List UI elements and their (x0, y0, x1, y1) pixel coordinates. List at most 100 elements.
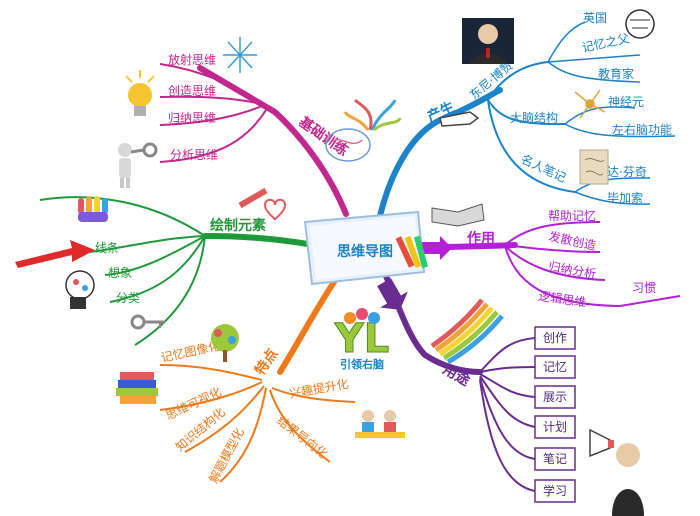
branch-chansheng-sub-4 (564, 106, 636, 125)
branch-tedian-child-5 (271, 387, 356, 403)
center-node: 思维导图 (303, 210, 429, 286)
branch-chansheng-child-3 (487, 99, 576, 193)
yongtu-box-1: 创作 (534, 326, 576, 350)
branch-jichu-trunk (197, 65, 349, 217)
branch-huizhi-child-2 (89, 235, 206, 253)
chansheng-sub-2: 记忆之父 (581, 31, 631, 55)
branch-label-zuoyong: 作用 (467, 230, 495, 247)
pointing-hand-icon (439, 111, 480, 127)
huizhi-item-2: 想象 (108, 265, 132, 280)
yongtu-box-4: 计划 (534, 415, 576, 439)
branch-tedian-child-3 (184, 385, 265, 453)
branch-label-yongtu: 用途 (440, 361, 474, 390)
branch-label-jichu: 基础训练 (296, 113, 352, 159)
sunburst-icon (223, 37, 257, 73)
branch-yongtu-child-1 (479, 337, 536, 373)
branch-zuoyong-child-2 (504, 244, 601, 253)
branch-yongtu-child-5 (479, 377, 536, 460)
branch-label-huizhi: 绘制元素 (210, 217, 266, 234)
branch-yongtu-child-6 (479, 379, 536, 492)
branch-zuoyong-child-1 (504, 221, 601, 246)
branch-jichu-child-4 (159, 109, 267, 163)
svg-text:学习: 学习 (543, 483, 567, 498)
red-arrow-icon (15, 240, 95, 268)
branch-huizhi-child-4 (109, 235, 206, 303)
logo-mark: YL (334, 316, 389, 362)
tedian-item-6: 结果导向化 (274, 413, 331, 462)
key-icon (130, 314, 165, 330)
pencils-icon (395, 235, 429, 269)
arrow-right-icon (420, 236, 452, 260)
yongtu-box-6: 学习 (534, 479, 576, 503)
pencil-icon (238, 187, 268, 209)
jichu-item-3: 归纳思维 (168, 111, 216, 125)
zuoyong-item-1: 帮助记忆 (548, 209, 596, 223)
arrow-down-icon (377, 278, 408, 310)
chansheng-item-3: 名人笔记 (519, 151, 569, 185)
logo-text: 引领右脑 (340, 357, 384, 371)
chansheng-sub-5: 左右脑功能 (612, 122, 672, 137)
branch-chansheng-sub-2 (547, 54, 641, 63)
jichu-item-4: 分析思维 (170, 148, 218, 162)
kids-icon (355, 410, 405, 438)
branch-tedian-child-1 (159, 364, 263, 381)
chansheng-sub-7: 毕加索 (607, 191, 643, 205)
branch-zuoyong-child-3 (504, 245, 606, 281)
person-key-icon (118, 142, 158, 188)
branch-yongtu-child-2 (479, 366, 536, 373)
jichu-item-1: 放射思维 (168, 52, 216, 67)
zuoyong-item-3: 归纳分析 (547, 259, 597, 281)
branch-chansheng-sub-3 (547, 61, 641, 83)
branch-chansheng-sub-7 (574, 191, 651, 205)
branch-huizhi-child-5 (134, 235, 206, 346)
branch-yongtu-child-3 (479, 373, 536, 398)
center-title: 思维导图 (337, 243, 393, 260)
chansheng-sub-6: 达·芬奇 (607, 165, 647, 179)
branch-chansheng-child-1 (487, 61, 549, 101)
branch-chansheng-child-2 (487, 99, 566, 126)
svg-text:计划: 计划 (543, 420, 567, 434)
zuoyong-item-4: 逻辑思维 (538, 289, 587, 310)
colorful-tree-icon (343, 98, 402, 132)
neuron-icon (574, 89, 606, 119)
branch-jichu-child-3 (159, 105, 263, 126)
zuoyong-extra: 习惯 (632, 280, 656, 295)
branch-label-tedian: 特点 (251, 346, 281, 379)
svg-text:笔记: 笔记 (543, 451, 567, 466)
painted-hand-icon (78, 196, 108, 222)
branch-tedian-child-2 (159, 381, 263, 411)
tedian-item-5: 兴趣提升化 (288, 376, 350, 401)
megaphone-person-icon (589, 428, 644, 516)
lightbulb-icon (125, 70, 155, 116)
huizhi-item-3: 分类 (116, 291, 140, 305)
chansheng-sub-4: 神经元 (608, 95, 644, 109)
portrait-photo (462, 18, 514, 64)
branch-jichu-child-2 (159, 95, 263, 105)
branch-huizhi-child-3 (104, 235, 206, 276)
sketch-paper-icon (579, 149, 609, 185)
huizhi-item-1: 线条 (95, 241, 119, 255)
branch-tedian-child-4 (219, 387, 267, 483)
branch-tedian-trunk (277, 273, 341, 375)
jichu-item-2: 创造思维 (168, 84, 216, 98)
handshake-icon (431, 203, 485, 227)
brain-icon (325, 128, 371, 162)
rainbow-stairs-icon (430, 298, 504, 365)
branch-zuoyong-child-4 (504, 245, 681, 308)
branch-chansheng-sub-5 (564, 123, 676, 138)
heart-icon (263, 198, 287, 221)
yongtu-box-3: 展示 (534, 385, 576, 409)
branch-huizhi-child-1 (39, 196, 206, 237)
branch-yongtu-child-4 (479, 375, 536, 428)
chansheng-sub-1: 英国 (583, 11, 607, 25)
chansheng-item-2: 大脑结构 (510, 110, 558, 125)
books-icon (116, 372, 158, 404)
chansheng-sub-3: 教育家 (598, 66, 634, 81)
branch-tedian-child-6 (269, 389, 331, 463)
head-sketch-icon (625, 9, 655, 39)
branch-jichu-child-1 (159, 63, 263, 105)
branch-huizhi-trunk (202, 233, 311, 247)
svg-text:创作: 创作 (543, 331, 567, 345)
head-silhouette-icon (65, 270, 95, 309)
